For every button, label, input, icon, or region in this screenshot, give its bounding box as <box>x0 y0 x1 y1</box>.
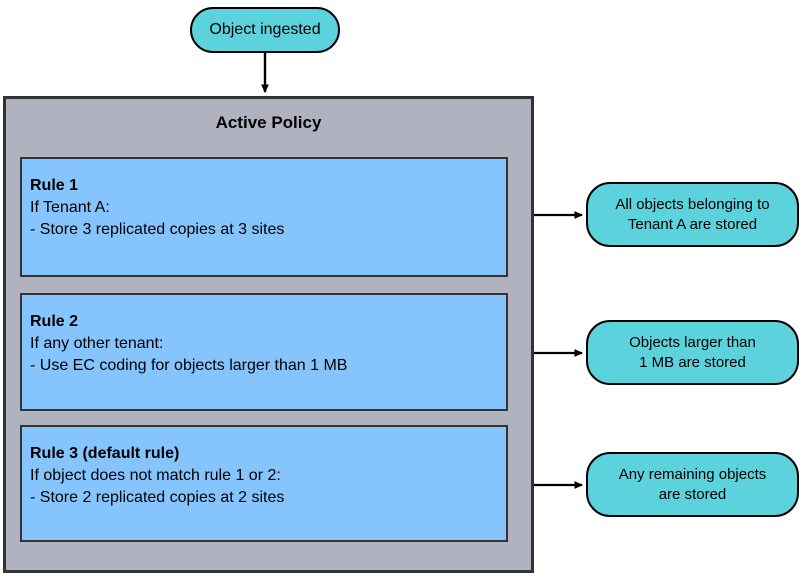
rule-3-content: Rule 3 (default rule) If object does not… <box>30 443 500 509</box>
rule-box-3: Rule 3 (default rule) If object does not… <box>20 425 508 542</box>
rule-3-condition: If object does not match rule 1 or 2: <box>30 467 281 484</box>
node-object-ingested: Object ingested <box>190 7 340 53</box>
rule-2-condition: If any other tenant: <box>30 335 164 352</box>
active-policy-title: Active Policy <box>215 113 322 132</box>
rule-2-content: Rule 2 If any other tenant: - Use EC cod… <box>30 311 500 377</box>
node-object-ingested-label: Object ingested <box>209 21 321 38</box>
callout-1-line-1: All objects belonging to <box>615 195 770 213</box>
rule-2-action: - Use EC coding for objects larger than … <box>30 357 348 374</box>
rule-1-content: Rule 1 If Tenant A: - Store 3 replicated… <box>30 175 500 241</box>
callout-rule-1: All objects belonging to Tenant A are st… <box>586 182 799 247</box>
rule-2-title: Rule 2 <box>30 313 79 330</box>
rule-3-title: Rule 3 (default rule) <box>30 445 180 462</box>
rule-3-action: - Store 2 replicated copies at 2 sites <box>30 489 285 506</box>
callout-rule-2: Objects larger than 1 MB are stored <box>586 320 799 385</box>
callout-3-line-1: Any remaining objects <box>618 465 767 483</box>
callout-3-line-2: are stored <box>658 485 727 503</box>
rule-box-1: Rule 1 If Tenant A: - Store 3 replicated… <box>20 157 508 277</box>
callout-rule-3: Any remaining objects are stored <box>586 452 799 517</box>
rule-1-action: - Store 3 replicated copies at 3 sites <box>30 221 285 238</box>
callout-2-line-1: Objects larger than <box>629 333 756 351</box>
rule-box-2: Rule 2 If any other tenant: - Use EC cod… <box>20 293 508 411</box>
callout-2-line-2: 1 MB are stored <box>639 353 746 371</box>
callout-1-line-2: Tenant A are stored <box>627 215 758 233</box>
rule-1-condition: If Tenant A: <box>30 199 110 216</box>
rule-1-title: Rule 1 <box>30 177 79 194</box>
